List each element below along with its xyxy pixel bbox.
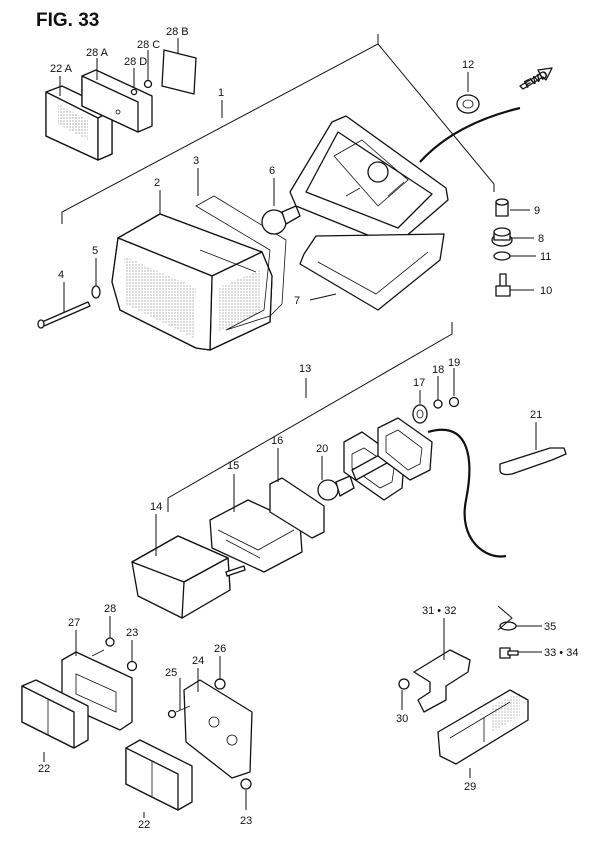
callout-22-center: 22 <box>138 819 150 831</box>
part-9-spacer <box>495 198 509 217</box>
callout-16: 16 <box>271 435 283 447</box>
housing-wire <box>419 106 521 163</box>
callout-12: 12 <box>462 59 474 71</box>
part-3-gasket <box>195 195 287 331</box>
license-light-holder <box>377 417 433 481</box>
callout-24: 24 <box>192 655 204 667</box>
part-19-nut <box>448 396 460 408</box>
callout-35: 35 <box>544 621 556 633</box>
assembly-bracket-1 <box>61 34 495 224</box>
part-18-washer <box>433 399 443 409</box>
callout-8: 8 <box>538 233 544 245</box>
callout-26: 26 <box>214 643 226 655</box>
part-28b-plate <box>161 49 197 95</box>
part-5-washer <box>91 285 101 299</box>
part-25-screw <box>167 705 191 719</box>
figure-title: FIG. 33 <box>36 10 99 31</box>
part-16-gasket <box>269 477 325 539</box>
callout-28c: 28 C <box>137 39 160 51</box>
callout-22-left: 22 <box>38 763 50 775</box>
direction-label: FWD <box>522 69 550 91</box>
callout-33-34: 33 • 34 <box>544 647 578 659</box>
callout-28a: 28 A <box>86 47 109 59</box>
callout-13: 13 <box>299 363 311 375</box>
callout-5: 5 <box>92 245 98 257</box>
callout-23-lower: 23 <box>240 815 252 827</box>
part-11-washer <box>493 251 511 261</box>
callout-1: 1 <box>218 87 224 99</box>
part-28-screw <box>91 637 115 657</box>
part-24-reflector-plate <box>183 679 253 779</box>
assembly-bracket-13 <box>167 322 453 512</box>
callout-23-upper: 23 <box>126 627 138 639</box>
callout-14: 14 <box>150 501 162 513</box>
part-12-grommet <box>456 94 480 114</box>
callout-10: 10 <box>540 285 552 297</box>
callout-22a: 22 A <box>50 63 73 75</box>
callout-15: 15 <box>227 460 239 472</box>
part-10-bolt <box>495 273 511 297</box>
part-2-taillight-lens <box>111 213 273 351</box>
callout-28b: 28 B <box>166 26 189 38</box>
part-31-32-bracket <box>413 649 471 713</box>
part-23-nut-lower <box>240 778 252 790</box>
part-30-nut <box>398 678 410 690</box>
forward-direction-arrow: FWD <box>519 67 553 91</box>
part-17-grommet <box>412 404 428 424</box>
callout-4: 4 <box>58 269 64 281</box>
callout-21: 21 <box>530 409 542 421</box>
part-33-34-bolt <box>499 647 519 659</box>
callout-labels: 1 2 3 4 5 6 7 8 9 10 11 12 13 14 15 16 1… <box>38 26 578 831</box>
callout-9: 9 <box>534 205 540 217</box>
part-23-nut-upper <box>126 660 138 672</box>
callout-11: 11 <box>540 251 551 263</box>
callout-28: 28 <box>104 603 116 615</box>
part-7-base-plate <box>299 233 445 311</box>
callout-31-32: 31 • 32 <box>422 605 456 617</box>
callout-20: 20 <box>316 443 328 455</box>
callout-2: 2 <box>154 177 160 189</box>
callout-30: 30 <box>396 713 408 725</box>
part-14-license-lens <box>131 535 231 619</box>
part-8-cushion <box>491 227 513 247</box>
callout-28d: 28 D <box>124 56 147 68</box>
callout-17: 17 <box>413 377 425 389</box>
part-28a-plate <box>81 69 153 133</box>
callout-18: 18 <box>432 364 444 376</box>
callout-7: 7 <box>294 295 300 307</box>
part-20-bulb <box>317 475 355 501</box>
part-21-clamp <box>499 447 567 476</box>
callout-3: 3 <box>193 155 199 167</box>
part-29-side-reflector <box>437 689 529 765</box>
part-4-screw <box>37 301 91 329</box>
part-6-bulb <box>261 205 301 235</box>
part-22-reflector-center <box>125 739 193 811</box>
part-1-housing <box>289 115 449 241</box>
callout-29: 29 <box>464 781 476 793</box>
part-28c-nut <box>143 79 153 89</box>
callout-25: 25 <box>165 667 177 679</box>
leader-lines <box>43 38 542 818</box>
part-26-nut <box>214 678 226 690</box>
part-28d-washer <box>130 88 138 96</box>
license-light-wire <box>427 428 507 558</box>
callout-6: 6 <box>269 165 275 177</box>
part-22-reflector-left <box>21 679 89 749</box>
callout-19: 19 <box>448 357 460 369</box>
callout-27: 27 <box>68 617 80 629</box>
part-14-screw <box>225 565 246 577</box>
